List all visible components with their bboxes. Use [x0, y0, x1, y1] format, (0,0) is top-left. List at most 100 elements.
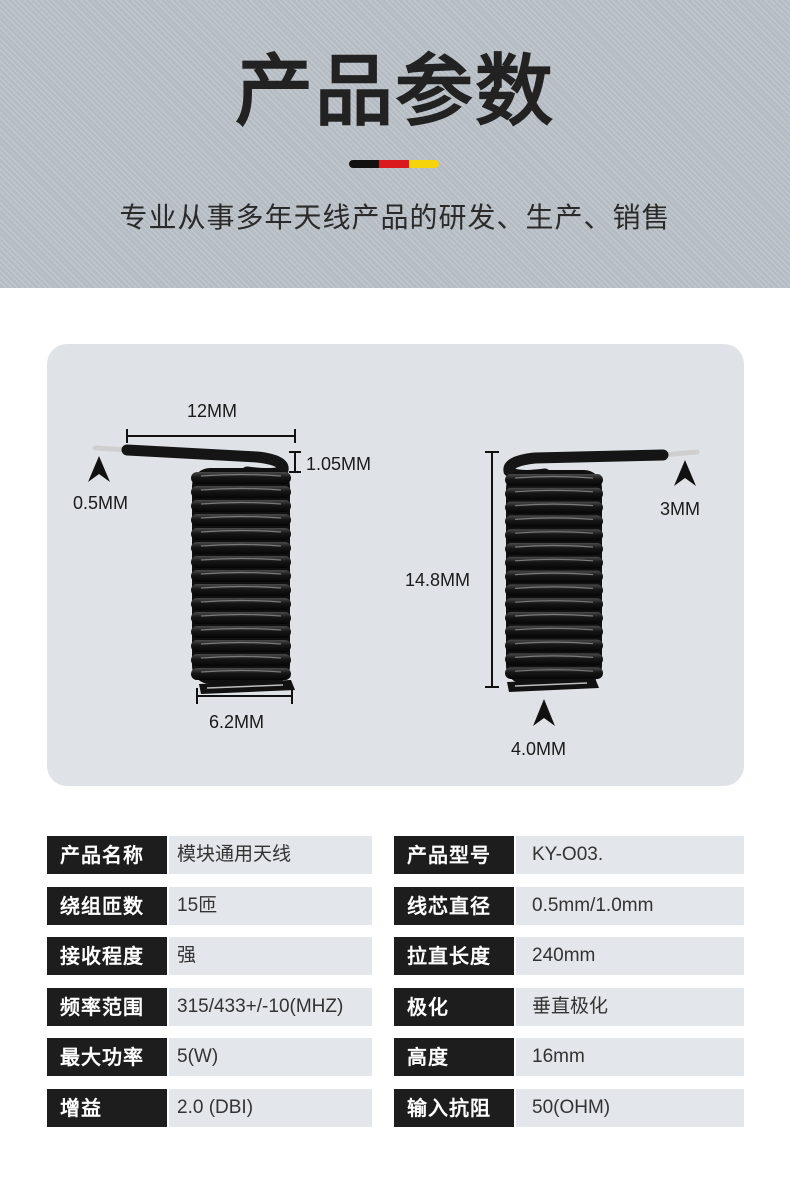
spec-value: 16mm [516, 1038, 744, 1076]
spec-label: 接收程度 [47, 937, 167, 975]
coil-turn [191, 500, 291, 512]
label-lead-thickness: 1.05MM [306, 454, 371, 474]
left-coil-antenna [92, 444, 295, 694]
coil-turn-highlight [514, 531, 594, 534]
label-lead-length: 12MM [187, 401, 237, 421]
label-base-width: 4.0MM [511, 739, 566, 759]
coil-turn-highlight [200, 529, 282, 533]
coil-turn [505, 653, 603, 666]
page-subtitle: 专业从事多年天线产品的研发、生产、销售 [119, 201, 671, 234]
spec-value: 15匝 [169, 887, 372, 925]
spec-label: 拉直长度 [394, 937, 514, 975]
spec-label: 绕组匝数 [47, 887, 167, 925]
header-banner: 产品参数 专业从事多年天线产品的研发、生产、销售 [0, 0, 790, 288]
coil-turn [191, 598, 291, 610]
coil-turn-highlight [200, 613, 282, 617]
coil-turn [191, 486, 291, 498]
label-wire-diameter: 0.5MM [73, 493, 128, 513]
tricolor-bar [349, 160, 439, 168]
coil-turn [191, 668, 291, 680]
coil-turn [505, 639, 603, 652]
coil-turn [191, 584, 291, 596]
flag-stripe-yellow [409, 160, 439, 168]
coil-turn-highlight [514, 544, 594, 548]
coil-turn-highlight [200, 585, 282, 589]
coil-turn-highlight [200, 655, 282, 659]
left-coil-base-highlight [206, 684, 284, 689]
label-lead-tip: 3MM [660, 499, 700, 519]
right-dimensions: 14.8MM 3MM 4.0MM [405, 451, 700, 759]
coil-turn-highlight [200, 669, 282, 673]
coil-turn [505, 515, 603, 528]
label-coil-diameter: 6.2MM [209, 712, 264, 732]
coil-turn [191, 514, 291, 526]
coil-turn [191, 612, 291, 624]
coil-turn-highlight [200, 515, 282, 519]
spec-label: 极化 [394, 988, 514, 1026]
coil-turn-highlight [200, 501, 282, 505]
spec-label: 频率范围 [47, 988, 167, 1026]
spec-value: 模块通用天线 [169, 836, 372, 874]
coil-turn-highlight [200, 571, 282, 575]
coil-turn [191, 472, 291, 484]
coil-turn-highlight [514, 517, 594, 520]
spec-label: 最大功率 [47, 1038, 167, 1076]
coil-turn [505, 529, 603, 541]
spec-value: 2.0 (DBI) [169, 1089, 372, 1127]
coil-turn [505, 584, 603, 597]
spec-label: 线芯直径 [394, 887, 514, 925]
coil-turn-highlight [514, 627, 594, 631]
coil-turn-highlight [514, 586, 594, 589]
coil-turn [191, 542, 291, 554]
label-coil-height: 14.8MM [405, 570, 470, 590]
coil-turn [505, 543, 603, 555]
left-dimensions: 12MM 1.05MM 0.5MM 6.2MM [73, 401, 371, 732]
coil-turn [505, 474, 603, 486]
diagram-canvas: 12MM 1.05MM 0.5MM 6.2MM 14.8M [73, 401, 700, 759]
spec-value: KY-O03. [516, 836, 744, 874]
coil-turn-highlight [200, 627, 282, 631]
coil-turn-highlight [514, 558, 594, 562]
arrow-up-icon [88, 456, 110, 482]
right-coil-turns [505, 474, 603, 679]
coil-turn-highlight [200, 599, 282, 603]
coil-turn [191, 626, 291, 638]
coil-turn-highlight [514, 600, 594, 603]
spec-value: 0.5mm/1.0mm [516, 887, 744, 925]
coil-turn [505, 612, 603, 624]
spec-label: 增益 [47, 1089, 167, 1127]
coil-turn-highlight [200, 641, 282, 645]
coil-turn-highlight [200, 557, 282, 561]
coil-turn-highlight [200, 543, 282, 547]
spec-label: 输入抗阻 [394, 1089, 514, 1127]
coil-turn [191, 528, 291, 540]
page-title: 产品参数 [234, 47, 555, 137]
spec-value: 5(W) [169, 1038, 372, 1076]
coil-turn-highlight [514, 641, 594, 645]
spec-value: 240mm [516, 937, 744, 975]
spec-value: 强 [169, 937, 372, 975]
coil-turn [191, 570, 291, 582]
spec-label: 产品型号 [394, 836, 514, 874]
coil-turn-highlight [514, 489, 594, 493]
flag-stripe-red [379, 160, 409, 168]
spec-value: 50(OHM) [516, 1089, 744, 1127]
coil-turn-highlight [514, 655, 594, 658]
coil-turn-highlight [514, 669, 594, 672]
coil-turn-highlight [514, 475, 594, 479]
spec-value: 垂直极化 [516, 988, 744, 1026]
coil-turn-highlight [514, 503, 594, 507]
coil-turn-highlight [514, 572, 594, 576]
coil-turn [505, 625, 603, 638]
antenna-dimension-diagram: 12MM 1.05MM 0.5MM 6.2MM 14.8M [47, 344, 744, 786]
arrow-up-icon [674, 460, 696, 486]
coil-turn [505, 570, 603, 583]
coil-turn-highlight [200, 487, 282, 491]
coil-turn-highlight [200, 473, 282, 477]
coil-turn [505, 598, 603, 610]
coil-turn [505, 487, 603, 500]
right-coil-antenna [503, 449, 700, 692]
coil-turn [191, 654, 291, 666]
coil-turn [191, 556, 291, 568]
spec-label: 产品名称 [47, 836, 167, 874]
